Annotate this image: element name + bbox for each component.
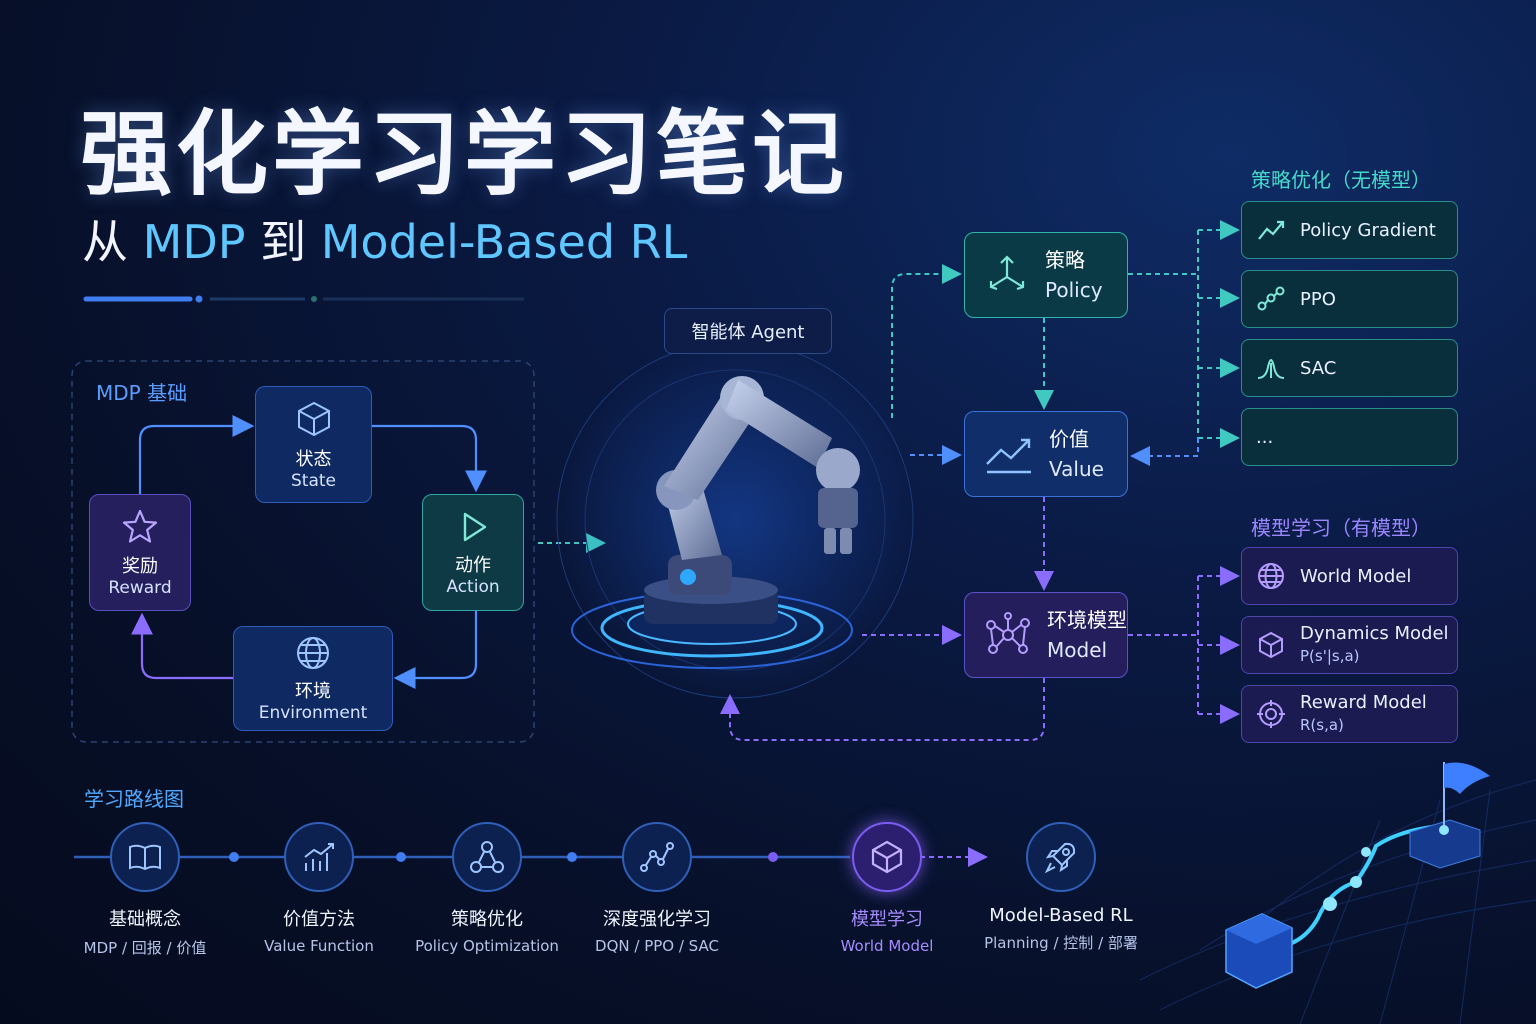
page-subtitle: 从 MDP 到 Model-Based RL — [82, 215, 688, 269]
roadmap-step-model-learning[interactable] — [852, 822, 922, 892]
model-dynamics-model[interactable]: Dynamics Model P(s'|s,a) — [1241, 616, 1458, 674]
rocket-icon — [1044, 842, 1076, 874]
cube-icon — [871, 840, 903, 874]
mdp-node-environment[interactable]: 环境 Environment — [233, 626, 393, 731]
target-icon — [1257, 700, 1285, 728]
star-icon — [122, 509, 158, 543]
algo-ppo[interactable]: PPO — [1241, 270, 1458, 328]
globe-icon — [297, 636, 329, 669]
core-node-policy[interactable]: 策略 Policy — [964, 232, 1128, 318]
agent-label: 智能体 Agent — [664, 308, 832, 354]
model-world-model[interactable]: World Model — [1241, 547, 1458, 605]
graph-icon — [640, 842, 674, 872]
play-icon — [463, 512, 487, 541]
globe-icon — [1258, 563, 1284, 589]
robot-arm-icon — [555, 340, 915, 700]
roadmap-step-deep-rl[interactable] — [622, 822, 692, 892]
link-nodes-icon — [1257, 286, 1285, 311]
core-node-value[interactable]: 价值 Value — [964, 411, 1128, 497]
algo-policy-gradient[interactable]: Policy Gradient — [1241, 201, 1458, 259]
mdp-section-label: MDP 基础 — [96, 381, 188, 405]
mdp-node-reward[interactable]: 奖励 Reward — [89, 494, 191, 611]
algo-sac[interactable]: SAC — [1241, 339, 1458, 397]
cube-icon — [1259, 631, 1283, 659]
bar-chart-icon — [304, 843, 334, 871]
mdp-node-action[interactable]: 动作 Action — [422, 494, 524, 611]
model-section-title: 模型学习（有模型） — [1251, 516, 1431, 540]
branch-arrows-icon — [989, 255, 1025, 291]
terrain-path-decoration — [1139, 762, 1536, 1024]
policy-section-title: 策略优化（无模型） — [1251, 168, 1431, 192]
trend-up-icon — [1258, 220, 1285, 240]
roadmap-step-basics[interactable] — [110, 822, 180, 892]
page-title: 强化学习学习笔记 — [80, 101, 849, 208]
roadmap-step-policy[interactable] — [452, 822, 522, 892]
cube-icon — [297, 401, 330, 436]
wave-icon — [1257, 359, 1285, 379]
algo-more[interactable]: ... — [1241, 408, 1458, 466]
roadmap-step-model-based-rl[interactable] — [1026, 822, 1096, 892]
mdp-frame — [71, 360, 535, 743]
trend-chart-icon — [986, 438, 1031, 474]
nodes-icon — [470, 841, 504, 873]
roadmap-line — [74, 847, 988, 867]
roadmap-step-value[interactable] — [284, 822, 354, 892]
model-reward-model[interactable]: Reward Model R(s,a) — [1241, 685, 1458, 743]
book-icon — [129, 844, 161, 871]
title-underline — [83, 295, 524, 303]
network-icon — [986, 612, 1030, 654]
core-node-model[interactable]: 环境模型 Model — [964, 592, 1128, 678]
mdp-cycle-arrows — [131, 415, 487, 689]
roadmap-title: 学习路线图 — [84, 787, 184, 811]
mdp-node-state[interactable]: 状态 State — [255, 386, 372, 503]
